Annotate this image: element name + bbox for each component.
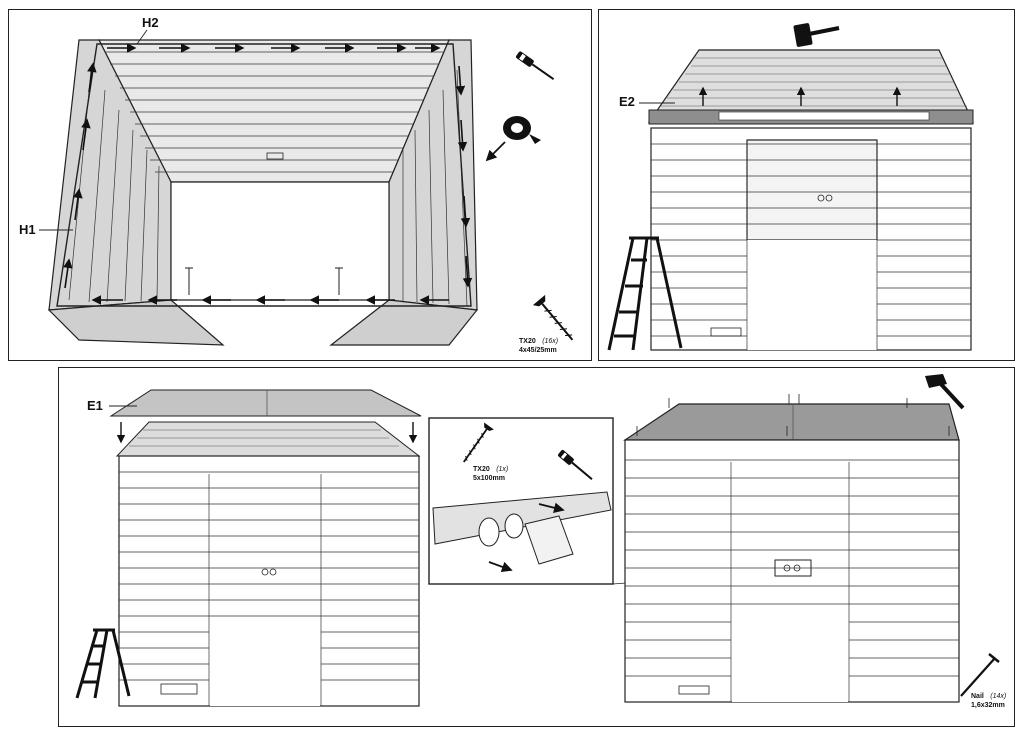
detail-reference-box [774, 559, 812, 577]
nail-size: 1,6x32mm [971, 702, 1005, 709]
ladder-icon [607, 236, 683, 351]
roof-battens-illustration: E2 [607, 23, 974, 351]
step-panel-roof-boards: E1 [58, 367, 1015, 727]
screwdriver-icon [516, 51, 555, 81]
step-panel-walls-frame: H2 H1 TX20 (16x) 4x45/25mm [8, 9, 592, 361]
screw-caption-top-left: TX20 (16x) [519, 330, 558, 347]
roof-boards-illustration: E1 [75, 374, 1006, 709]
right-shed-roof [623, 403, 960, 441]
right-wall-boards [402, 69, 468, 307]
top-rim-frame [56, 43, 472, 307]
direction-arrows [63, 43, 473, 305]
shed-front [650, 127, 972, 351]
shed-walls-perspective [47, 39, 479, 346]
screw-size-top-left: 4x45/25mm [519, 347, 557, 354]
detail-screw-caption: TX20 (1x) [473, 458, 508, 475]
label-e1: E1 [87, 398, 103, 413]
screw-icon [532, 294, 574, 341]
hammer-icon [925, 374, 965, 410]
door-handle [266, 152, 284, 160]
screwdriver-icon [558, 450, 593, 481]
step-panel-roof-battens: E2 [598, 9, 1015, 361]
vent-slot [710, 327, 742, 337]
nail-icon [960, 653, 1000, 697]
label-h1: H1 [19, 222, 36, 237]
back-wall-boards [105, 51, 443, 173]
front-boards [651, 140, 971, 350]
nail-caption: Nail (14x) [971, 685, 1006, 702]
label-e2: E2 [619, 94, 635, 109]
screw-icon [463, 422, 494, 463]
label-h2: H2 [142, 15, 159, 30]
door-knob [817, 194, 825, 202]
ladder-icon [75, 628, 131, 699]
roof-board-e1 [109, 389, 422, 417]
walls-frame-illustration: H2 H1 TX20 (16x) 4x45/25mm [19, 15, 574, 354]
mallet-icon [793, 23, 840, 47]
detail-screw-size: 5x100mm [473, 475, 505, 482]
batten-arrows [698, 86, 902, 106]
tape-roll-icon [485, 116, 541, 162]
standing-screws [185, 267, 343, 295]
roof-nails [636, 394, 950, 436]
